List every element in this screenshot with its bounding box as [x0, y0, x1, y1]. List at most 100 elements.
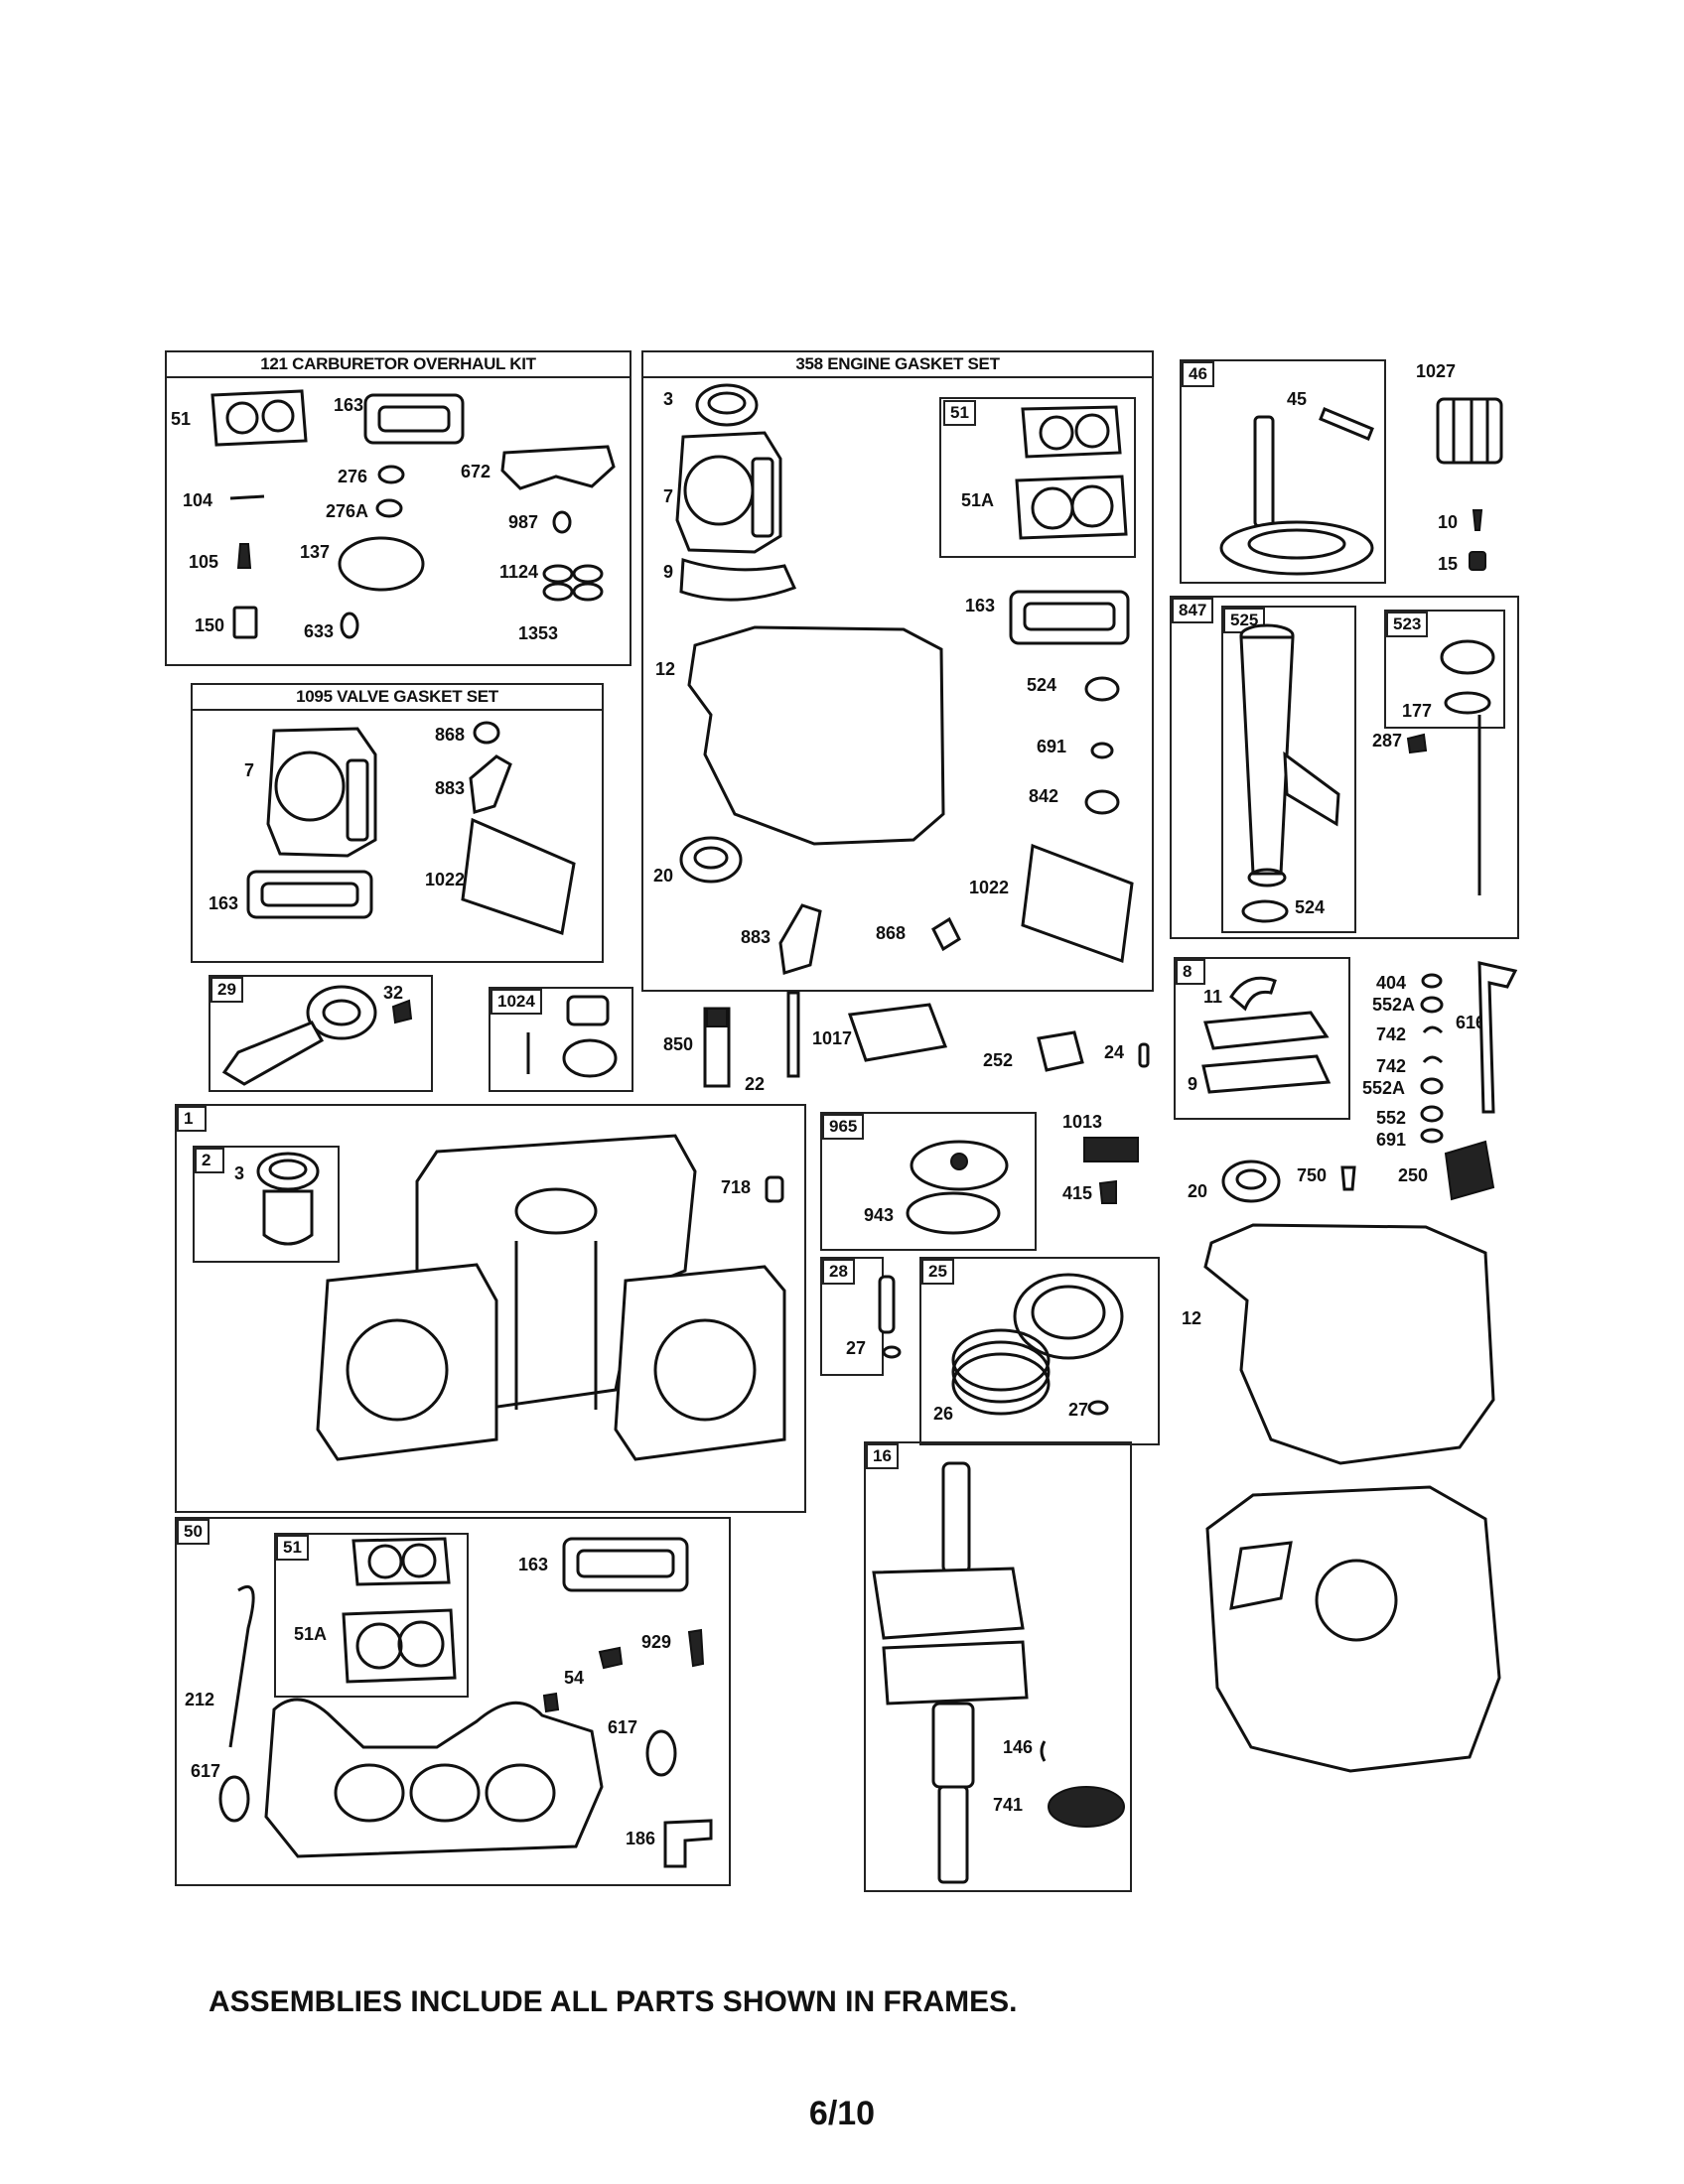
piston-pin-tag: 28 — [822, 1259, 855, 1285]
seals-1124 — [542, 564, 604, 602]
manifold-gasket-51 — [351, 1537, 451, 1586]
valve-seal-868 — [931, 916, 961, 952]
part-label-1124: 1124 — [499, 562, 539, 582]
part-label-883: 883 — [741, 927, 772, 947]
crankcase-gasket-12 — [687, 625, 945, 846]
part-label-146: 146 — [1003, 1737, 1034, 1757]
part-label-287: 287 — [1372, 731, 1403, 751]
gasket-9 — [679, 557, 797, 602]
part-label-1027: 1027 — [1416, 361, 1457, 381]
part-label-741: 741 — [993, 1795, 1024, 1815]
part-label-943: 943 — [864, 1205, 895, 1225]
part-label-617: 617 — [191, 1761, 221, 1781]
part-label-15: 15 — [1438, 554, 1459, 574]
crankshaft-frame-16 — [864, 1441, 1132, 1892]
part-label-252: 252 — [983, 1050, 1014, 1070]
part-label-718: 718 — [721, 1177, 752, 1197]
manifold-gasket-frame-51 — [274, 1533, 469, 1698]
breather-frame-8 — [1174, 957, 1350, 1120]
seal-524 — [1084, 676, 1120, 702]
part-label-552a-b: 552A — [1362, 1078, 1406, 1098]
carburetor-kit-title: 121 CARBURETOR OVERHAUL KIT — [167, 352, 630, 378]
part-label-163: 163 — [209, 893, 239, 913]
dipstick-tube-frame-525 — [1221, 606, 1356, 933]
part-label-742: 742 — [1376, 1024, 1407, 1044]
pin-24 — [1138, 1042, 1150, 1068]
engine-kit-title: 358 ENGINE GASKET SET — [643, 352, 1152, 378]
part-label-163: 163 — [965, 596, 996, 615]
part-label-32: 32 — [383, 983, 404, 1003]
part-label-137: 137 — [300, 542, 331, 562]
plug-415 — [542, 1692, 560, 1713]
part-label-883: 883 — [435, 778, 466, 798]
part-label-1017: 1017 — [812, 1028, 853, 1048]
carburetor-overhaul-kit-frame: 121 CARBURETOR OVERHAUL KIT — [165, 350, 632, 666]
elbow-186 — [663, 1819, 713, 1868]
part-label-552: 552 — [1376, 1108, 1407, 1128]
part-label-617b: 617 — [608, 1717, 638, 1737]
engine-kit-51-tag: 51 — [943, 400, 976, 426]
piston-tag: 25 — [921, 1259, 954, 1285]
valve-kit-title: 1095 VALVE GASKET SET — [193, 685, 602, 711]
oil-seal-3 — [695, 383, 759, 427]
part-label-633: 633 — [304, 621, 335, 641]
part-label-987: 987 — [508, 512, 539, 532]
screw-54 — [598, 1646, 624, 1670]
washer-633 — [340, 612, 359, 639]
gasket-163 — [1009, 590, 1130, 645]
part-label-850: 850 — [663, 1034, 694, 1054]
cover-gasket-1022 — [461, 817, 576, 935]
carb-gasket-163 — [363, 393, 465, 445]
part-label-9: 9 — [1188, 1074, 1198, 1094]
intake-manifold-tag: 50 — [177, 1519, 210, 1545]
part-label-3: 3 — [234, 1163, 245, 1183]
part-label-27b: 27 — [1068, 1400, 1089, 1420]
part-label-20: 20 — [1188, 1181, 1208, 1201]
connecting-rod-tag: 29 — [210, 977, 243, 1003]
governor-tag: 1024 — [491, 989, 542, 1015]
part-label-51a: 51A — [294, 1624, 328, 1644]
part-label-616: 616 — [1456, 1013, 1486, 1032]
governor-frame-1024 — [489, 987, 633, 1092]
gasket-1017 — [847, 1003, 948, 1062]
cylinder-block-tag: 1 — [177, 1106, 207, 1132]
part-label-7: 7 — [663, 486, 674, 506]
part-label-250: 250 — [1398, 1165, 1429, 1185]
manifold-gasket-tag: 51 — [276, 1535, 309, 1561]
part-label-691: 691 — [1376, 1130, 1407, 1150]
part-label-12: 12 — [1182, 1308, 1202, 1328]
engine-gasket-set-frame: 358 ENGINE GASKET SET — [641, 350, 1154, 992]
part-label-1013: 1013 — [1062, 1112, 1103, 1132]
part-label-868: 868 — [876, 923, 907, 943]
dipstick-tag: 847 — [1172, 598, 1214, 623]
valve-cover-frame-965 — [820, 1112, 1037, 1251]
wire-212 — [228, 1584, 255, 1748]
part-label-27: 27 — [846, 1338, 867, 1358]
manifold-gasket-51a — [342, 1608, 457, 1684]
jet-105 — [236, 543, 252, 569]
valve-cover-tag: 965 — [822, 1114, 865, 1140]
seal-691 — [1090, 742, 1114, 759]
gasket-150 — [232, 606, 258, 639]
bolt-929 — [687, 1628, 705, 1668]
part-label-404: 404 — [1376, 973, 1407, 993]
seal-842 — [1084, 789, 1120, 815]
head-gasket-7 — [675, 431, 782, 554]
part-label-929: 929 — [641, 1632, 672, 1652]
camshaft-tag: 46 — [1182, 361, 1214, 387]
pin-104 — [229, 494, 265, 500]
part-label-415: 415 — [1062, 1183, 1093, 1203]
part-label-750: 750 — [1297, 1165, 1328, 1185]
part-label-3: 3 — [663, 389, 674, 409]
oring-137 — [338, 536, 425, 592]
